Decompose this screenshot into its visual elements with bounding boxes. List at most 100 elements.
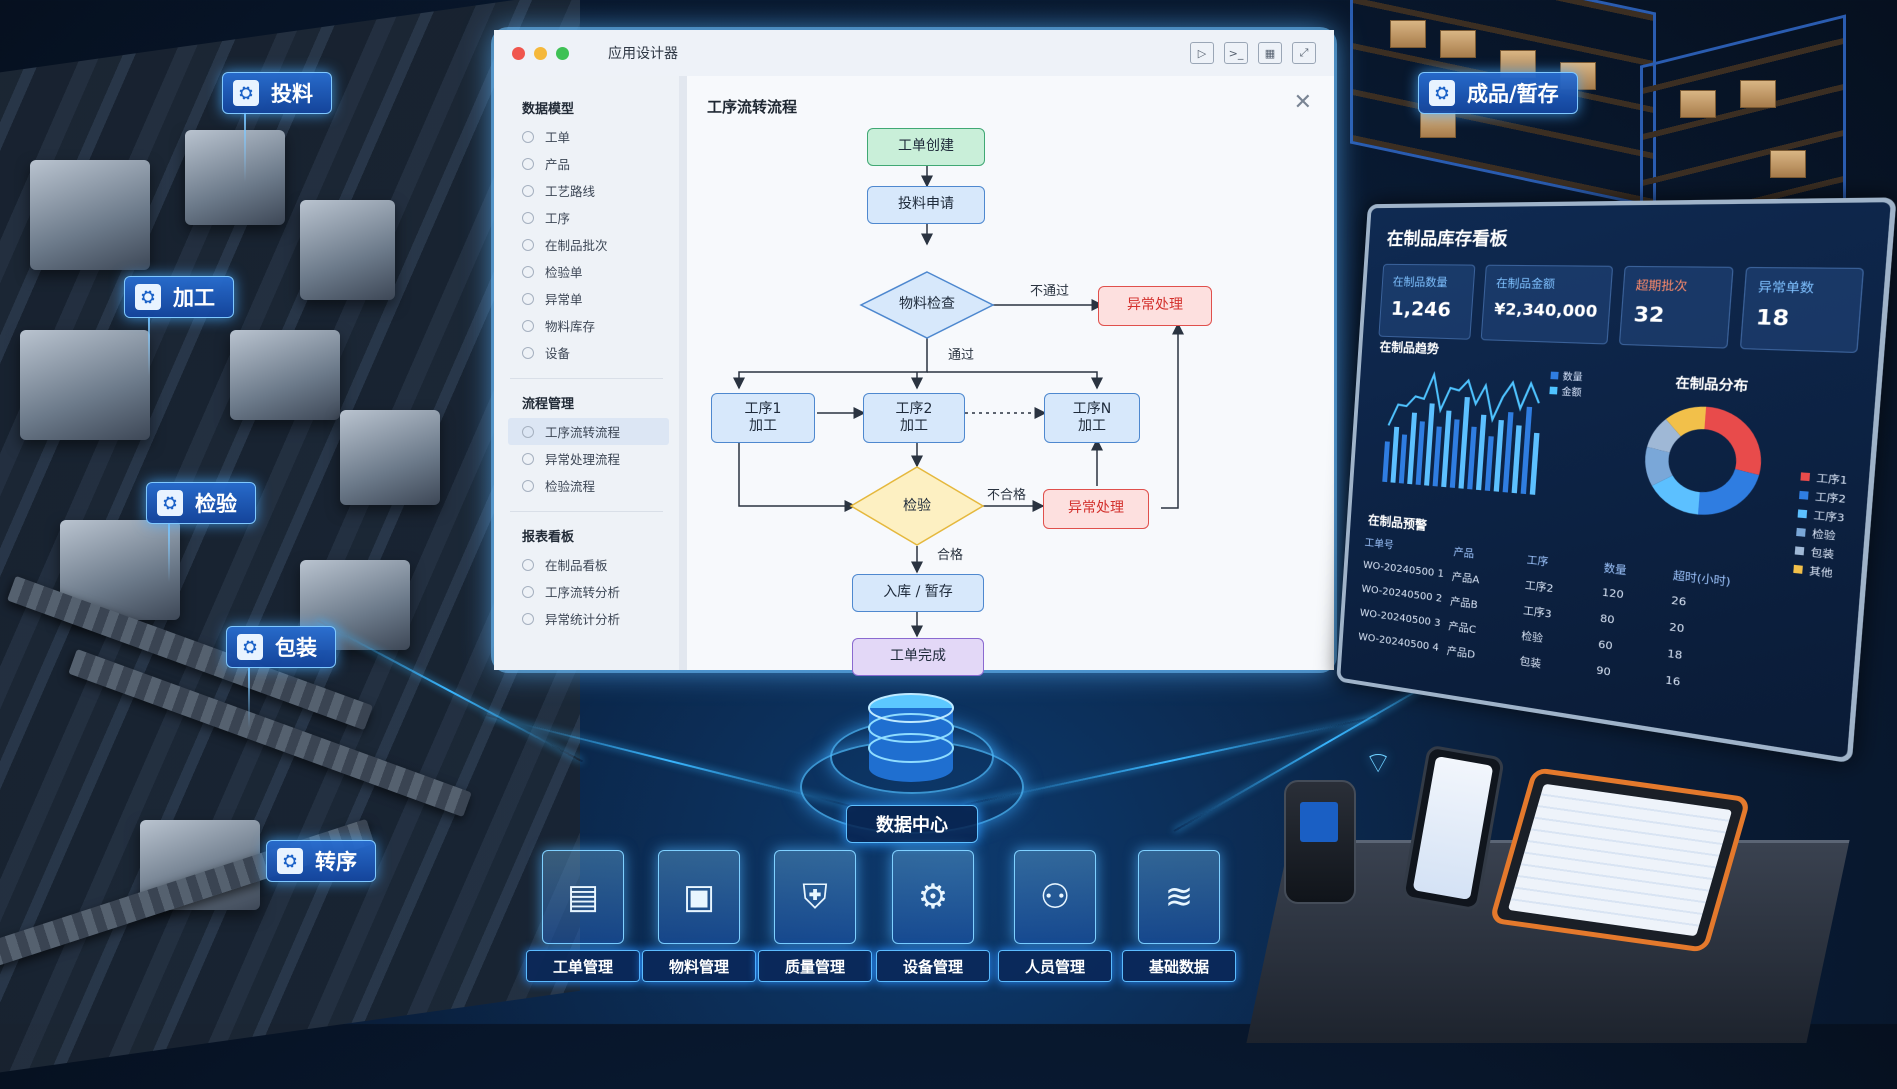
machine bbox=[230, 330, 340, 420]
stage-tag-inspect[interactable]: ⛭检验 bbox=[146, 482, 256, 524]
sidebar-section-title: 流程管理 bbox=[522, 397, 575, 412]
node-op2[interactable]: 工序2 加工 bbox=[863, 393, 965, 443]
cargo-box bbox=[1420, 110, 1456, 138]
trend-bar bbox=[1441, 410, 1452, 488]
bullet-icon bbox=[522, 425, 534, 438]
sidebar-item[interactable]: 检验单 bbox=[494, 258, 679, 285]
node-done[interactable]: 工单完成 bbox=[852, 638, 984, 676]
trend-bar bbox=[1475, 414, 1487, 491]
sidebar-item[interactable]: 工序流转分析 bbox=[494, 578, 679, 605]
table-header-cell: 产品 bbox=[1453, 546, 1475, 561]
trend-bar bbox=[1390, 426, 1400, 483]
sidebar-item[interactable]: 在制品批次 bbox=[494, 231, 679, 258]
module-label: 基础数据 bbox=[1122, 950, 1236, 982]
distribution-donut bbox=[1643, 404, 1766, 520]
flow-edge bbox=[733, 338, 928, 390]
tag-stem bbox=[248, 668, 250, 728]
flow-canvas[interactable]: 工序流转流程 ✕ 工 bbox=[687, 76, 1334, 676]
scanner-screen bbox=[1300, 802, 1338, 842]
kpi-label: 异常单数 bbox=[1757, 279, 1815, 296]
app-designer-window: 应用设计器 ▷ >_ ▦ ⤢ 数据模型 工单 产品 工艺路线 工序 在制品批次 … bbox=[494, 30, 1334, 676]
minimize-window-button[interactable] bbox=[534, 46, 547, 60]
terminal-icon[interactable]: >_ bbox=[1224, 42, 1248, 64]
close-icon[interactable]: ✕ bbox=[1293, 90, 1312, 115]
node-op1[interactable]: 工序1 加工 bbox=[711, 393, 815, 443]
sidebar-item[interactable]: 异常单 bbox=[494, 285, 679, 312]
kpi-card[interactable]: 在制品金额¥2,340,000 bbox=[1480, 264, 1614, 345]
module-quality[interactable]: ⛨质量管理 bbox=[758, 850, 872, 982]
edge-label-pass: 通过 bbox=[948, 348, 975, 363]
table-cell: 18 bbox=[1666, 647, 1683, 662]
sidebar-item[interactable]: 产品 bbox=[494, 150, 679, 177]
stage-tag-process[interactable]: ⛭加工 bbox=[124, 276, 234, 318]
stage-icon: ⛭ bbox=[1429, 80, 1455, 106]
grid-icon[interactable]: ▦ bbox=[1258, 42, 1282, 64]
bullet-icon bbox=[522, 265, 534, 278]
node-feed[interactable]: 投料申请 bbox=[867, 186, 985, 224]
stage-label: 检验 bbox=[195, 492, 237, 516]
module-order[interactable]: ▤工单管理 bbox=[526, 850, 640, 982]
trend-bar bbox=[1484, 436, 1494, 491]
trend-bar bbox=[1529, 432, 1540, 495]
sidebar-item[interactable]: 物料库存 bbox=[494, 312, 679, 339]
cargo-box bbox=[1680, 90, 1716, 118]
trend-bar bbox=[1520, 406, 1533, 495]
edge-label-fail: 不通过 bbox=[1030, 284, 1070, 299]
sidebar-item[interactable]: 异常处理流程 bbox=[494, 445, 679, 472]
maximize-window-button[interactable] bbox=[556, 46, 569, 60]
flow-edge bbox=[738, 438, 857, 512]
fullscreen-icon[interactable]: ⤢ bbox=[1292, 42, 1316, 64]
tag-stem bbox=[148, 316, 150, 376]
donut-slice bbox=[1701, 406, 1766, 476]
sidebar-item[interactable]: 设备 bbox=[494, 339, 679, 366]
stage-icon: ⛭ bbox=[277, 848, 303, 874]
node-exception-2[interactable]: 异常处理 bbox=[1043, 489, 1149, 529]
stage-tag-pack[interactable]: ⛭包装 bbox=[226, 626, 336, 668]
stage-tag-transfer[interactable]: ⛭转序 bbox=[266, 840, 376, 882]
node-opn[interactable]: 工序N 加工 bbox=[1044, 393, 1140, 443]
sidebar-item[interactable]: 工艺路线 bbox=[494, 177, 679, 204]
sidebar-item[interactable]: 工单 bbox=[494, 123, 679, 150]
box-icon: ▣ bbox=[658, 850, 740, 944]
table-cell: 20 bbox=[1668, 621, 1685, 636]
sidebar-item[interactable]: 异常统计分析 bbox=[494, 605, 679, 632]
sidebar-item[interactable]: 在制品看板 bbox=[494, 551, 679, 578]
sidebar-item[interactable]: 检验流程 bbox=[494, 472, 679, 499]
close-window-button[interactable] bbox=[512, 46, 525, 60]
stage-tag-finished[interactable]: ⛭成品/暂存 bbox=[1418, 72, 1578, 114]
node-exception-1[interactable]: 异常处理 bbox=[1098, 286, 1212, 326]
sidebar-item-active[interactable]: 工序流转流程 bbox=[508, 418, 669, 445]
table-cell: 16 bbox=[1664, 674, 1681, 689]
node-check[interactable]: 物料检查 bbox=[899, 296, 955, 313]
factory-scene bbox=[0, 0, 1846, 1089]
sidebar-item[interactable]: 工序 bbox=[494, 204, 679, 231]
trend-legend-item: 数量 bbox=[1550, 369, 1583, 386]
dist-legend-label: 工序2 bbox=[1814, 492, 1847, 507]
document-icon: ▤ bbox=[542, 850, 624, 944]
trend-legend: 数量 金额 bbox=[1549, 369, 1583, 401]
sidebar: 数据模型 工单 产品 工艺路线 工序 在制品批次 检验单 异常单 物料库存 设备… bbox=[494, 76, 687, 670]
node-inspect[interactable]: 检验 bbox=[903, 498, 931, 515]
donut-slice bbox=[1698, 466, 1760, 520]
module-personnel[interactable]: ⚇人员管理 bbox=[998, 850, 1112, 982]
stage-icon: ⛭ bbox=[233, 80, 259, 106]
bullet-icon bbox=[522, 452, 534, 465]
module-label: 物料管理 bbox=[642, 950, 756, 982]
node-store[interactable]: 入库 / 暂存 bbox=[852, 574, 984, 612]
data-center-label[interactable]: 数据中心 bbox=[846, 805, 978, 843]
node-create[interactable]: 工单创建 bbox=[867, 128, 985, 166]
inspect-diamond bbox=[849, 466, 985, 546]
stage-tag-feed[interactable]: ⛭投料 bbox=[222, 72, 332, 114]
gear-icon: ⚙ bbox=[892, 850, 974, 944]
module-equipment[interactable]: ⚙设备管理 bbox=[876, 850, 990, 982]
trend-legend-label: 数量 bbox=[1562, 372, 1583, 384]
cargo-box bbox=[1770, 150, 1806, 178]
play-icon[interactable]: ▷ bbox=[1190, 42, 1214, 64]
sidebar-item-label: 工序流转流程 bbox=[545, 425, 621, 440]
module-basedata[interactable]: ≋基础数据 bbox=[1122, 850, 1236, 982]
module-material[interactable]: ▣ 物料管理 bbox=[642, 850, 756, 982]
trend-bar bbox=[1407, 412, 1418, 485]
